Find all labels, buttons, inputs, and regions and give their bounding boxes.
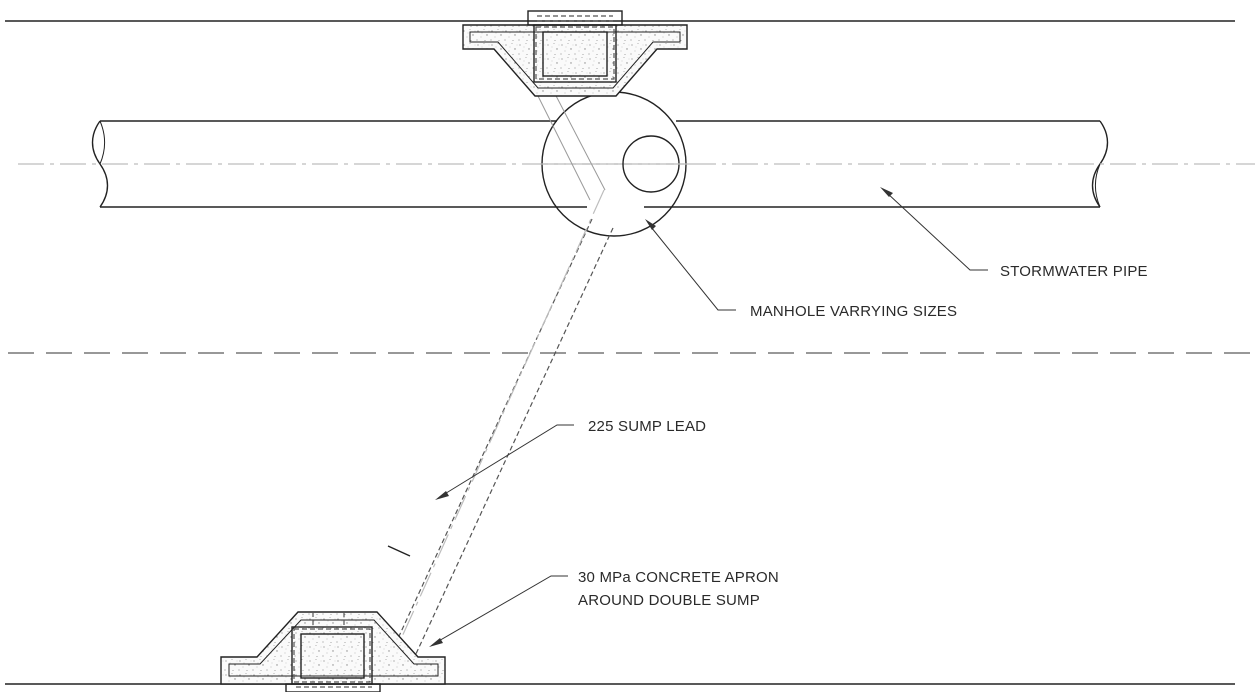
sump-lead-leader: [435, 424, 574, 500]
apron-label-line1: 30 MPa CONCRETE APRON: [578, 569, 779, 586]
apron-label-line2: AROUND DOUBLE SUMP: [578, 592, 760, 609]
bottom-double-sump: [220, 611, 446, 692]
sump-lead-pipe: [387, 89, 614, 670]
top-double-sump: [462, 10, 688, 97]
stormwater-pipe-label: STORMWATER PIPE: [1000, 263, 1148, 280]
stormwater-pipe: [91, 120, 1109, 208]
apron-leader: [429, 575, 568, 647]
stormwater-pipe-leader: [880, 187, 988, 271]
manhole-label: MANHOLE VARRYING SIZES: [750, 303, 957, 320]
manhole-leader: [645, 219, 736, 311]
sump-lead-label: 225 SUMP LEAD: [588, 418, 706, 435]
